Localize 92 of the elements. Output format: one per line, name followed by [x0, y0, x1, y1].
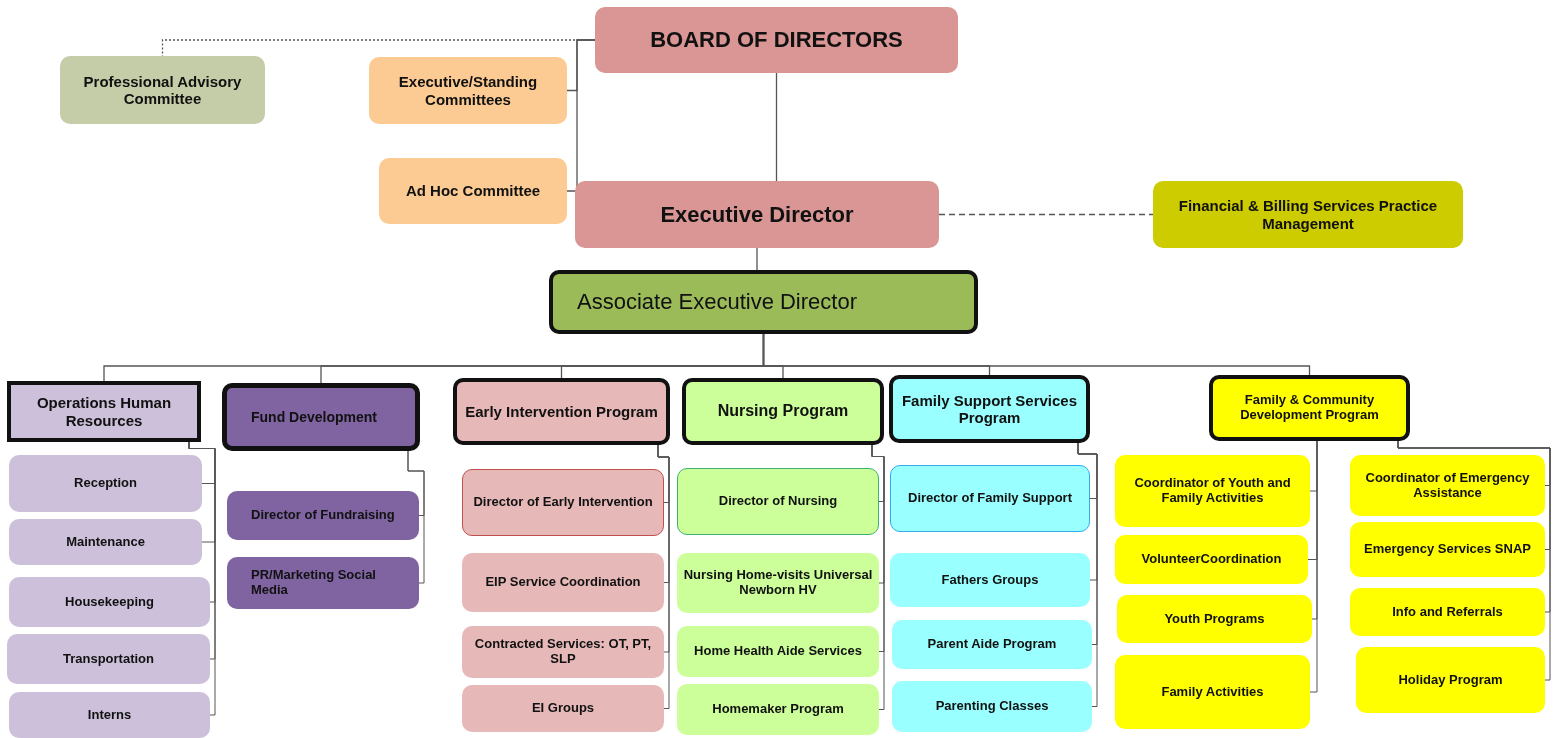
org-box: [9, 577, 210, 627]
box-label: Family & Community Development Program: [1239, 393, 1380, 423]
box-label: Family Support Services Program: [900, 391, 1079, 427]
org-box: [1350, 522, 1545, 577]
department-box: [7, 381, 201, 442]
box-label: Info and Referrals: [1391, 604, 1504, 620]
org-box: [453, 378, 670, 445]
department-box: [227, 491, 419, 540]
box-label: Director of Early Intervention: [472, 495, 654, 510]
box-label: Ad Hoc Committee: [404, 182, 542, 200]
box-label: Parenting Classes: [934, 699, 1050, 714]
box-label: Financial & Billing Services Practice Management: [1177, 197, 1439, 232]
org-box: [1117, 595, 1312, 643]
box-label: Family Activities: [1160, 684, 1265, 700]
org-box: [1350, 588, 1545, 636]
box-label: Operations Human Resources: [35, 394, 173, 429]
box-label: Reception: [73, 476, 138, 491]
org-box: [892, 620, 1092, 669]
box-label: Fund Development: [250, 408, 378, 426]
department-box: [222, 383, 420, 451]
box-label: Nursing Home-visits Universal Newborn HV: [682, 568, 874, 598]
org-box: [9, 519, 202, 565]
org-box: [677, 684, 879, 735]
box-label: Holiday Program: [1397, 672, 1504, 688]
box-label: Early Intervention Program: [464, 402, 659, 421]
box-label: Homemaker Program: [711, 702, 845, 717]
box-label: Parent Aide Program: [926, 637, 1058, 652]
box-label: EI Groups: [530, 701, 596, 716]
box-label: Transportation: [62, 651, 155, 667]
org-box: [677, 468, 879, 535]
box-label: Associate Executive Director: [576, 289, 858, 315]
org-box: [7, 634, 210, 684]
dashed-connector: [938, 213, 1154, 216]
org-box: [1350, 455, 1545, 516]
box-label: Fathers Groups: [940, 572, 1040, 588]
org-box: [462, 626, 664, 678]
connector-line: [566, 39, 596, 192]
org-box: [1356, 647, 1545, 713]
connector-line: [1309, 440, 1318, 693]
org-box: [1115, 535, 1308, 584]
box-label: Coordinator of Emergency Assistance: [1364, 470, 1531, 501]
box-label: Home Health Aide Services: [693, 644, 863, 659]
box-label: Director of Family Support: [907, 491, 1073, 506]
box-label: Emergency Services SNAP: [1363, 542, 1532, 557]
connector-line: [762, 333, 1311, 376]
connector-line: [1397, 440, 1551, 681]
connector-line: [1077, 442, 1098, 707]
box-label: Housekeeping: [64, 594, 155, 610]
org-box: [462, 469, 664, 536]
department-box: [227, 557, 419, 609]
box-label: PR/Marketing Social Media: [250, 568, 377, 598]
org-box: [890, 465, 1090, 532]
org-box: [677, 626, 879, 677]
org-box: [1115, 455, 1310, 527]
connector-line: [188, 441, 216, 716]
org-box: [9, 692, 210, 738]
connector-line: [871, 444, 885, 710]
org-box: [677, 553, 879, 613]
org-box: [892, 681, 1092, 732]
org-box: [462, 685, 664, 732]
connector-line: [407, 450, 425, 584]
box-label: Nursing Program: [716, 402, 850, 421]
org-box: [369, 57, 567, 124]
org-box: [1153, 181, 1463, 248]
box-label: Executive/Standing Committees: [397, 73, 539, 108]
org-box: [462, 553, 664, 612]
title-box: [575, 181, 939, 248]
connector-line: [756, 247, 758, 271]
box-label: Interns: [86, 707, 133, 723]
org-box: [1209, 375, 1410, 441]
connector-line: [775, 72, 778, 182]
org-box: [1115, 655, 1310, 729]
connector-line: [657, 444, 670, 709]
box-label: Contracted Services: OT, PT, SLP: [473, 637, 653, 667]
box-label: Director of Fundraising: [250, 508, 396, 523]
box-label: Director of Nursing: [717, 494, 839, 509]
org-box: [60, 56, 265, 124]
box-label: VolunteerCoordination: [1140, 552, 1283, 567]
title-box: [595, 7, 958, 73]
director-box: [549, 270, 978, 334]
box-label: Maintenance: [65, 534, 146, 550]
org-box: [889, 375, 1090, 443]
box-label: Youth Programs: [1163, 611, 1266, 627]
box-label: BOARD OF DIRECTORS: [649, 27, 904, 53]
org-box: [379, 158, 567, 224]
org-box: [682, 378, 884, 445]
box-label: EIP Service Coordination: [484, 575, 642, 590]
org-box: [890, 553, 1090, 607]
box-label: Professional Advisory Committee: [82, 72, 243, 108]
org-box: [9, 455, 202, 512]
box-label: Executive Director: [659, 201, 855, 228]
box-label: Coordinator of Youth and Family Activities: [1133, 476, 1292, 506]
